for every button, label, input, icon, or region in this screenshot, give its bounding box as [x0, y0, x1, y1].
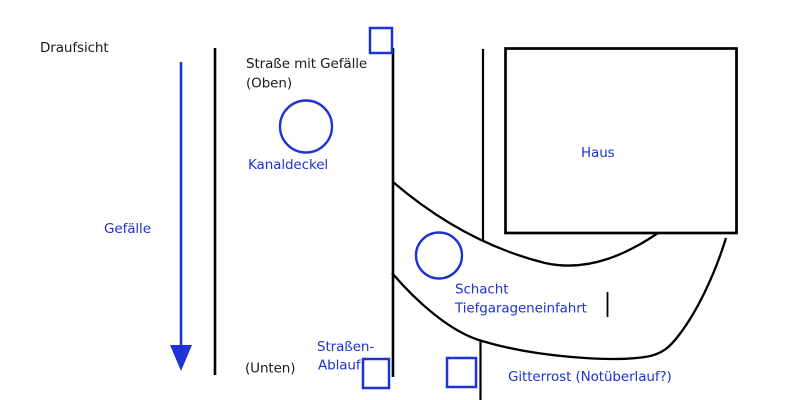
grate-label: Gitterrost (Notüberlauf?) — [508, 369, 672, 385]
slope-arrow — [170, 62, 192, 371]
garage-driveway-outline — [391, 181, 728, 361]
slope-arrow-head-icon — [170, 345, 192, 371]
street-drain-label-line1: Straßen- — [317, 339, 374, 355]
street-drain-label-line2: Ablauf — [318, 358, 362, 374]
street-bottom-label: (Unten) — [245, 361, 295, 377]
grate-square — [445, 356, 478, 389]
shaft-label: Schacht — [455, 282, 508, 298]
page-title: Draufsicht — [40, 40, 109, 56]
driveway-outer-curve — [391, 237, 728, 361]
drain-square-top — [368, 26, 394, 55]
shaft-circle — [414, 231, 464, 280]
house-label: Haus — [581, 145, 615, 161]
street-drain-square — [361, 357, 391, 390]
street-top-sublabel: (Oben) — [246, 76, 292, 92]
slope-label: Gefälle — [104, 221, 151, 237]
driveway-upper-curve — [392, 181, 659, 267]
manhole-cover-circle — [278, 99, 334, 154]
house-outline — [504, 47, 738, 235]
street-edges — [213, 48, 395, 377]
street-top-label: Straße mit Gefälle — [246, 56, 367, 72]
garage-entry-label: Tiefgarageneinfahrt — [454, 301, 587, 317]
manhole-label: Kanaldeckel — [248, 157, 328, 173]
